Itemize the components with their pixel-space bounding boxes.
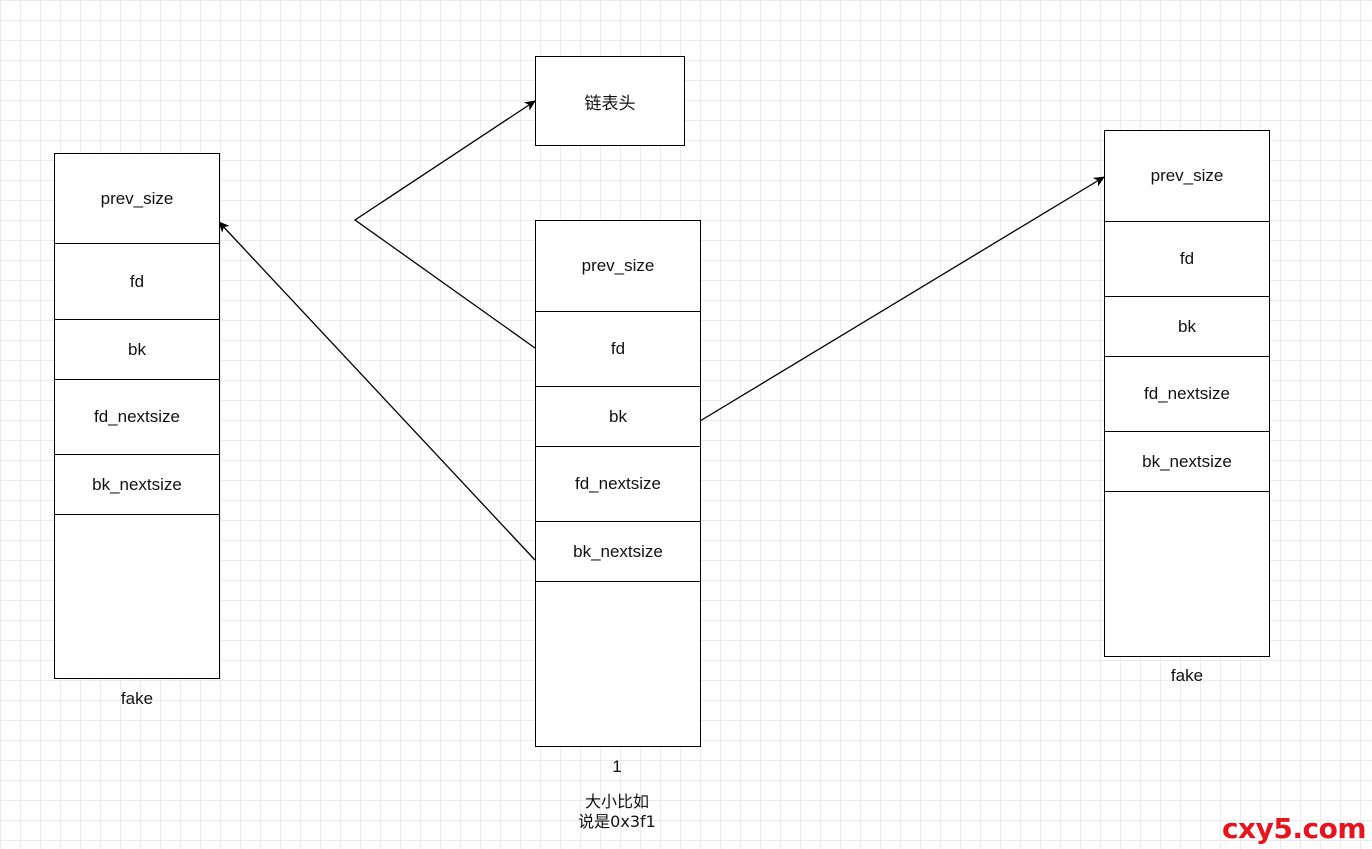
left-fd-nextsize-field: fd_nextsize	[55, 380, 219, 455]
right-bk-nextsize-label: bk_nextsize	[1142, 451, 1232, 471]
middle-fd-label: fd	[610, 339, 626, 358]
watermark-logo: cxy5.com	[1221, 812, 1367, 845]
middle-fd-field: fd	[536, 312, 700, 387]
right-fd-nextsize-label: fd_nextsize	[1144, 384, 1230, 403]
list-head-label: 链表头	[584, 93, 636, 114]
middle-chunk-size-note: 大小比如 说是0x3f1	[578, 792, 656, 832]
right-bk-field: bk	[1105, 297, 1269, 357]
fd-to-list-head-arrow	[353, 100, 536, 349]
middle-chunk: prev_size fd bk fd_nextsize bk_nextsize	[535, 220, 701, 747]
right-chunk-caption: fake	[1170, 666, 1204, 685]
left-fd-nextsize-label: fd_nextsize	[94, 407, 180, 426]
list-head-box: 链表头	[535, 56, 685, 146]
right-prev-size-field: prev_size	[1105, 131, 1269, 222]
left-fd-field: fd	[55, 244, 219, 320]
right-fd-field: fd	[1105, 222, 1269, 297]
left-bk-label: bk	[128, 339, 146, 359]
middle-bk-field: bk	[536, 387, 700, 447]
left-prev-size-field: prev_size	[55, 154, 219, 244]
right-bk-label: bk	[1178, 316, 1196, 336]
left-fake-chunk: prev_size fd bk fd_nextsize bk_nextsize	[54, 153, 220, 679]
size-note-line-1: 大小比如	[584, 792, 649, 811]
middle-chunk-caption: 1	[612, 757, 622, 776]
right-prev-size-label: prev_size	[1150, 166, 1224, 185]
bk-to-right-chunk-arrow	[699, 176, 1105, 422]
middle-bk-nextsize-label: bk_nextsize	[573, 541, 663, 561]
middle-prev-size-field: prev_size	[536, 221, 700, 312]
right-bk-nextsize-field: bk_nextsize	[1105, 432, 1269, 492]
right-fd-nextsize-field: fd_nextsize	[1105, 357, 1269, 432]
middle-bk-nextsize-field: bk_nextsize	[536, 522, 700, 582]
left-bk-nextsize-field: bk_nextsize	[55, 455, 219, 515]
right-fake-chunk: prev_size fd bk fd_nextsize bk_nextsize	[1104, 130, 1270, 657]
middle-prev-size-label: prev_size	[581, 256, 655, 275]
size-note-line-2: 说是0x3f1	[578, 812, 656, 831]
right-fd-label: fd	[1179, 249, 1195, 268]
left-prev-size-label: prev_size	[100, 188, 174, 208]
middle-fd-nextsize-field: fd_nextsize	[536, 447, 700, 522]
left-fd-label: fd	[129, 271, 145, 291]
left-bk-nextsize-label: bk_nextsize	[92, 474, 182, 494]
left-bk-field: bk	[55, 320, 219, 380]
middle-fd-nextsize-label: fd_nextsize	[575, 474, 661, 493]
bk-nextsize-to-left-chunk-arrow	[218, 221, 536, 561]
middle-bk-label: bk	[609, 406, 627, 426]
left-chunk-caption: fake	[120, 689, 154, 708]
